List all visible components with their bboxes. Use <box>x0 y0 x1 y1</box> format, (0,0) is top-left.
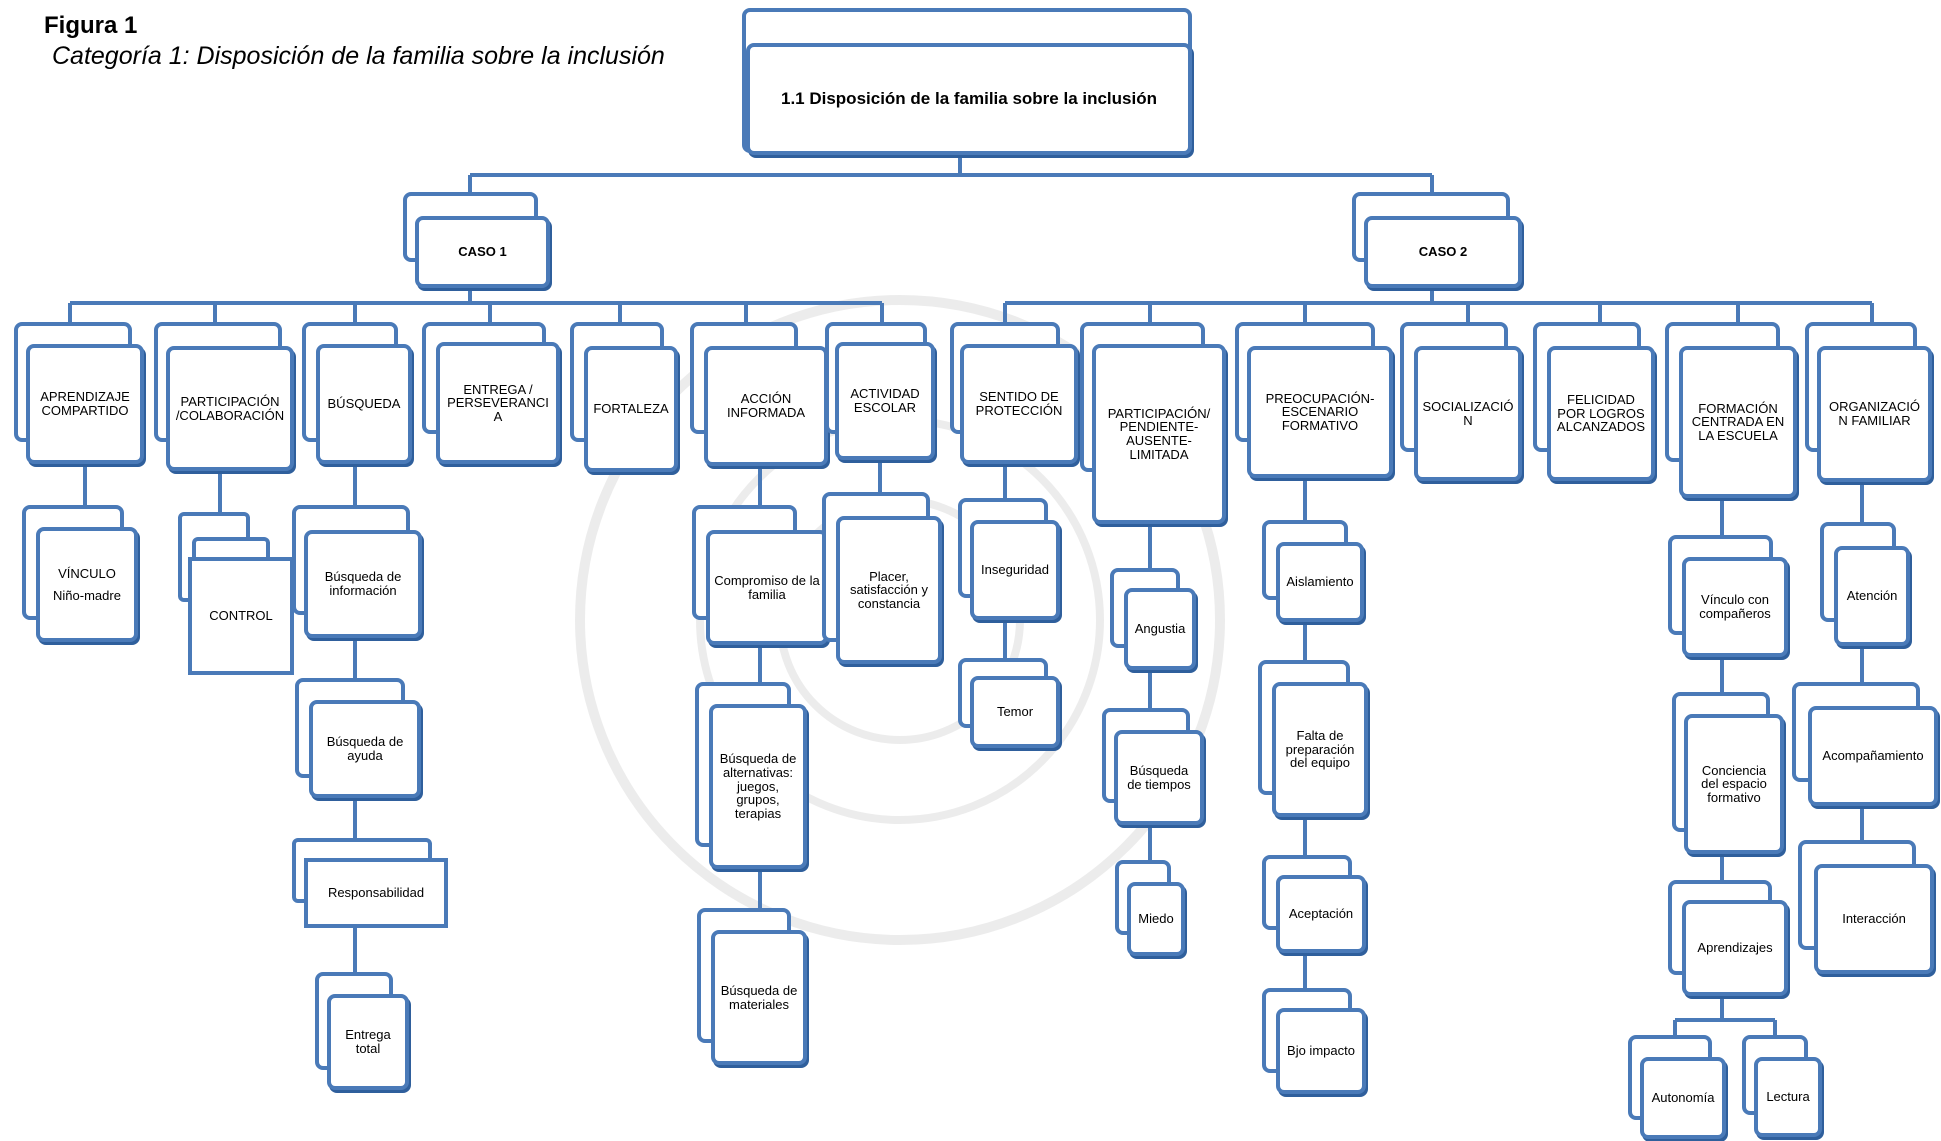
node-control: CONTROL <box>178 512 296 677</box>
node-inseguridad: Inseguridad <box>958 498 1063 623</box>
node-vinculo-companeros: Vínculo con compañeros <box>1668 535 1790 660</box>
node-aprendizaje-compartido: APRENDIZAJE COMPARTIDO <box>14 322 146 467</box>
node-aceptacion: Aceptación <box>1262 855 1368 955</box>
node-accion-informada: ACCIÓN INFORMADA <box>690 322 830 467</box>
figure-caption: Categoría 1: Disposición de la familia s… <box>52 42 665 70</box>
node-busqueda-alternativas: Búsqueda de alternativas: juegos, grupos… <box>695 682 810 872</box>
node-actividad-escolar: ACTIVIDAD ESCOLAR <box>825 322 937 462</box>
root-node: 1.1 Disposición de la familia sobre la i… <box>742 8 1195 158</box>
node-temor: Temor <box>958 658 1063 750</box>
node-busqueda-ayuda: Búsqueda de ayuda <box>295 678 423 800</box>
node-participacion-pendiente: PARTICIPACIÓN/ PENDIENTE- AUSENTE- LIMIT… <box>1080 322 1228 527</box>
root-label: 1.1 Disposición de la familia sobre la i… <box>780 89 1157 109</box>
node-conciencia: Conciencia del espacio formativo <box>1672 692 1787 857</box>
case2-node: CASO 2 <box>1352 192 1522 290</box>
node-falta-preparacion: Falta de preparación del equipo <box>1258 660 1370 820</box>
case1-node: CASO 1 <box>403 192 551 290</box>
node-aislamiento: Aislamiento <box>1262 520 1366 625</box>
node-interaccion: Interacción <box>1798 840 1936 975</box>
node-atencion: Atención <box>1820 522 1912 647</box>
node-fortaleza: FORTALEZA <box>570 322 680 474</box>
node-aprendizajes: Aprendizajes <box>1668 880 1790 998</box>
node-busqueda-informacion: Búsqueda de información <box>292 505 424 640</box>
case1-label: CASO 1 <box>458 244 507 260</box>
node-placer: Placer, satisfacción y constancia <box>822 492 944 667</box>
node-vinculo: VÍNCULO Niño-madre <box>22 505 140 645</box>
node-responsabilidad: Responsabilidad <box>292 838 450 930</box>
node-sentido-proteccion: SENTIDO DE PROTECCIÓN <box>950 322 1080 467</box>
figure-label: Figura 1 <box>44 12 138 39</box>
node-compromiso: Compromiso de la familia <box>692 505 830 647</box>
node-felicidad: FELICIDAD POR LOGROS ALCANZADOS <box>1533 322 1658 484</box>
node-bajo-impacto: Bjo impacto <box>1262 988 1368 1096</box>
node-acompanamiento: Acompañamiento <box>1792 682 1940 807</box>
node-socializacion: SOCIALIZACIÓN <box>1400 322 1525 484</box>
node-entrega-perseverancia: ENTREGA / PERSEVERANCIA <box>422 322 562 467</box>
node-busqueda-materiales: Búsqueda de materiales <box>697 908 809 1068</box>
node-busqueda: BÚSQUEDA <box>302 322 414 467</box>
node-angustia: Angustia <box>1110 568 1198 673</box>
node-busqueda-tiempos: Búsqueda de tiempos <box>1102 708 1207 828</box>
node-miedo: Miedo <box>1115 860 1187 958</box>
node-formacion-escuela: FORMACIÓN CENTRADA EN LA ESCUELA <box>1665 322 1800 502</box>
node-entrega-total: Entrega total <box>315 972 411 1092</box>
node-lectura: Lectura <box>1742 1035 1824 1139</box>
node-preocupacion: PREOCUPACIÓN- ESCENARIO FORMATIVO <box>1235 322 1395 482</box>
case2-label: CASO 2 <box>1418 244 1468 260</box>
node-participacion: PARTICIPACIÓN /COLABORACIÓN <box>154 322 296 474</box>
node-autonomia: Autonomía <box>1628 1035 1728 1141</box>
node-organizacion-familiar: ORGANIZACIÓN FAMILIAR <box>1805 322 1935 484</box>
